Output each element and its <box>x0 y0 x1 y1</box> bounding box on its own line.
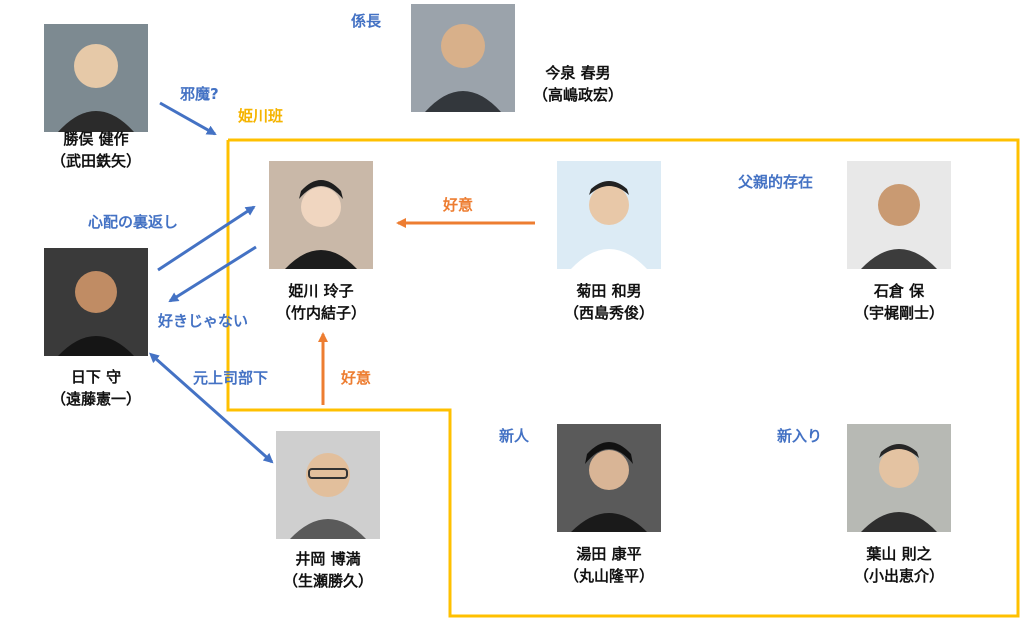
person-kusaka: 日下 守 （遠藤憲一） <box>36 366 156 410</box>
actor-name: （遠藤憲一） <box>50 390 141 408</box>
photo-katsumata <box>44 24 148 132</box>
person-name: 日下 守 <box>70 368 122 386</box>
person-hayama: 葉山 則之 （小出恵介） <box>839 543 959 587</box>
person-ishikura: 石倉 保 （宇梶剛士） <box>839 280 959 324</box>
person-yuda: 湯田 康平 （丸山隆平） <box>549 543 669 587</box>
photo-kusaka <box>44 248 148 356</box>
actor-name: （竹内結子） <box>275 304 366 322</box>
role-label-yuda: 新人 <box>499 427 530 445</box>
person-katsumata: 勝俣 健作 （武田鉄矢） <box>36 128 156 172</box>
person-name: 勝俣 健作 <box>63 130 129 148</box>
person-name: 菊田 和男 <box>576 282 642 300</box>
relation-label-kikuta-to-himekawa: 好意 <box>443 196 474 214</box>
relation-label-kusaka-ioka: 元上司部下 <box>193 369 269 387</box>
person-silhouette-icon <box>44 24 148 132</box>
arrow-kusaka-to-himekawa <box>157 205 256 272</box>
relation-label-kusaka-to-himekawa: 心配の裏返し <box>88 213 179 231</box>
person-name: 井岡 博満 <box>295 550 361 568</box>
actor-name: （高嶋政宏） <box>532 86 623 104</box>
person-silhouette-icon <box>847 424 951 532</box>
arrow-himekawa-to-kusaka <box>168 245 257 303</box>
person-silhouette-icon <box>847 161 951 269</box>
arrow-kusaka-ioka <box>149 352 274 464</box>
person-silhouette-icon <box>557 424 661 532</box>
relation-label-ioka-to-himekawa: 好意 <box>341 369 372 387</box>
photo-yuda <box>557 424 661 532</box>
relation-label-katsumata-to-group: 邪魔? <box>180 85 219 103</box>
person-silhouette-icon <box>269 161 373 269</box>
person-silhouette-icon <box>44 248 148 356</box>
actor-name: （丸山隆平） <box>563 567 654 585</box>
photo-ishikura <box>847 161 951 269</box>
person-himekawa: 姫川 玲子 （竹内結子） <box>261 280 381 324</box>
group-label: 姫川班 <box>238 107 284 125</box>
person-silhouette-icon <box>557 161 661 269</box>
actor-name: （西島秀俊） <box>563 304 654 322</box>
photo-imaizumi <box>411 4 515 112</box>
photo-kikuta <box>557 161 661 269</box>
role-label-ishikura: 父親的存在 <box>738 173 814 191</box>
person-imaizumi: 今泉 春男 （高嶋政宏） <box>518 62 638 106</box>
person-silhouette-icon <box>411 4 515 112</box>
person-name: 姫川 玲子 <box>288 282 354 300</box>
actor-name: （小出恵介） <box>853 567 944 585</box>
photo-ioka <box>276 431 380 539</box>
person-ioka: 井岡 博満 （生瀬勝久） <box>268 548 388 592</box>
relation-label-himekawa-to-kusaka: 好きじゃない <box>158 312 249 330</box>
person-kikuta: 菊田 和男 （西島秀俊） <box>549 280 669 324</box>
photo-himekawa <box>269 161 373 269</box>
actor-name: （宇梶剛士） <box>853 304 944 322</box>
role-label-imaizumi: 係長 <box>351 12 382 30</box>
person-name: 今泉 春男 <box>545 64 611 82</box>
actor-name: （武田鉄矢） <box>50 152 141 170</box>
role-label-hayama: 新入り <box>777 427 823 445</box>
photo-hayama <box>847 424 951 532</box>
person-name: 葉山 則之 <box>866 545 932 563</box>
actor-name: （生瀬勝久） <box>282 572 373 590</box>
arrow-katsumata-to-group <box>159 101 217 136</box>
person-name: 石倉 保 <box>873 282 925 300</box>
person-silhouette-icon <box>276 431 380 539</box>
person-name: 湯田 康平 <box>576 545 642 563</box>
